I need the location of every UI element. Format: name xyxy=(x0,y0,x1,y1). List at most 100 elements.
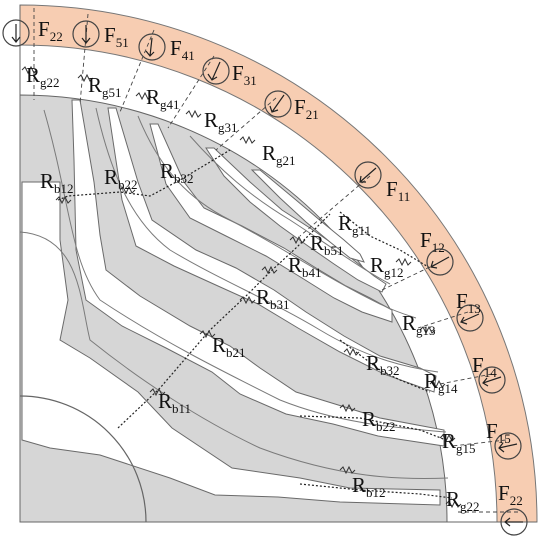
label-F41: F41 xyxy=(170,36,195,63)
resistor-symbol xyxy=(185,109,202,119)
radial-dash xyxy=(79,13,89,105)
mmf-source-symbols xyxy=(2,19,528,536)
arrow-icon xyxy=(207,61,221,81)
label-Rb32-bottom: Rb32 xyxy=(366,351,400,378)
arrow-icon xyxy=(145,37,155,57)
label-Rb21: Rb21 xyxy=(212,333,246,360)
flux-barrier-2 xyxy=(71,99,445,447)
radial-dash xyxy=(119,29,155,113)
label-Rb12-bottom: Rb12 xyxy=(352,473,386,500)
arrow-icon xyxy=(430,256,450,269)
resistor-symbol xyxy=(135,91,152,101)
circuit-chain xyxy=(57,149,453,499)
arrow-icon xyxy=(482,376,502,387)
label-F11: F11 xyxy=(386,177,410,204)
mmf-source-circle xyxy=(2,19,30,47)
resistor-symbol xyxy=(239,295,256,305)
mmf-source-circle xyxy=(456,304,484,332)
resistor-symbol xyxy=(289,235,306,245)
flux-barrier-6 xyxy=(250,169,365,263)
resistor-symbol xyxy=(199,329,216,339)
label-Rg15: Rg15 xyxy=(442,429,476,456)
arrow-icon xyxy=(498,442,518,453)
label-F21: F21 xyxy=(294,95,319,122)
label-Rg14: Rg14 xyxy=(424,369,458,396)
resistor-symbol xyxy=(395,257,412,267)
resistor-symbol xyxy=(343,347,360,357)
label-F22-bottom: F22 xyxy=(498,481,523,508)
mmf-source-circle xyxy=(202,57,230,85)
resistor-symbol xyxy=(149,387,166,397)
resistor-symbol xyxy=(77,73,94,83)
label-F12: F12 xyxy=(420,228,445,255)
rib-outline-2 xyxy=(43,109,447,433)
circuit-chain-branch xyxy=(57,149,231,201)
resistor-symbol xyxy=(261,265,278,275)
label-Rb11: Rb11 xyxy=(158,389,191,416)
rib-outline-3 xyxy=(95,107,439,373)
mmf-source-circle xyxy=(478,366,506,394)
arrow-icon xyxy=(460,313,480,325)
arrow-icon xyxy=(504,517,523,527)
label-Rg21: Rg21 xyxy=(262,141,296,168)
label-Rb41: Rb41 xyxy=(288,253,322,280)
rib-outline-4 xyxy=(137,115,417,319)
arrow-icon xyxy=(359,167,377,183)
radial-dash xyxy=(167,55,215,129)
flux-barrier-5 xyxy=(205,147,387,293)
label-Rg12: Rg12 xyxy=(370,253,404,280)
mmf-source-circle xyxy=(138,33,166,61)
radial-dash xyxy=(451,439,507,447)
label-Rb22-bottom: Rb22 xyxy=(362,407,396,434)
radial-dashes xyxy=(33,8,518,513)
shaft-arc xyxy=(19,395,147,523)
radial-dash xyxy=(439,373,493,385)
arrow-icon xyxy=(11,24,21,43)
mmf-source-circle xyxy=(264,90,292,118)
resistor-symbol xyxy=(21,65,38,75)
mmf-source-circle xyxy=(72,20,100,48)
radial-dash xyxy=(381,263,437,291)
rib-outline-1 xyxy=(20,231,449,480)
label-F22-top: F22 xyxy=(38,17,63,44)
label-Rb31: Rb31 xyxy=(256,285,290,312)
mmf-source-circle xyxy=(494,432,522,460)
arrow-icon xyxy=(81,25,91,44)
flux-barrier-4 xyxy=(149,123,393,323)
label-Rg11: Rg11 xyxy=(338,211,371,238)
resistor-symbol xyxy=(339,403,356,413)
flux-barrier-3 xyxy=(107,107,437,393)
radial-dash xyxy=(215,97,277,151)
mmf-arrows xyxy=(11,24,523,527)
resistor-symbol xyxy=(339,465,356,475)
resistor-symbols xyxy=(21,65,462,509)
rib-outlines xyxy=(20,107,449,480)
resistor-symbol xyxy=(55,195,72,205)
mmf-source-circle xyxy=(354,161,382,189)
flux-barrier-1 xyxy=(21,181,441,506)
gap-reluctance-labels: Rg22 Rg51 Rg41 Rg31 Rg21 Rg11 Rg12 Rg13 … xyxy=(26,63,480,514)
resistor-symbol xyxy=(419,325,436,335)
rib-outline-5 xyxy=(189,135,391,285)
mmf-source-circle xyxy=(500,508,528,536)
bridge-reluctance-labels: Rb12 Rb22 Rb32 Rb51 Rb41 Rb31 Rb21 Rb11 … xyxy=(40,159,400,500)
label-Rg31: Rg31 xyxy=(204,108,238,135)
mmf-labels: F22 F51 F41 F31 F21 F11 F12 F13 F14 F15 … xyxy=(38,17,523,508)
circuit-chain-branch xyxy=(339,211,431,269)
resistor-symbol xyxy=(439,433,456,443)
label-Rb32-top: Rb32 xyxy=(160,159,194,186)
label-F51: F51 xyxy=(104,23,129,50)
label-Rb12-top: Rb12 xyxy=(40,169,74,196)
label-F14: F14 xyxy=(472,353,497,380)
label-F15: F15 xyxy=(486,419,511,446)
resistor-symbol xyxy=(429,379,446,389)
label-Rb22-top: Rb22 xyxy=(104,165,138,192)
resistor-symbol xyxy=(239,135,256,145)
radial-dash xyxy=(417,311,469,329)
label-Rg22-bottom: Rg22 xyxy=(446,487,480,514)
label-Rg51: Rg51 xyxy=(88,73,122,100)
resistor-symbol xyxy=(445,499,462,509)
flux-barriers xyxy=(21,99,445,506)
resistor-symbol xyxy=(119,185,136,195)
